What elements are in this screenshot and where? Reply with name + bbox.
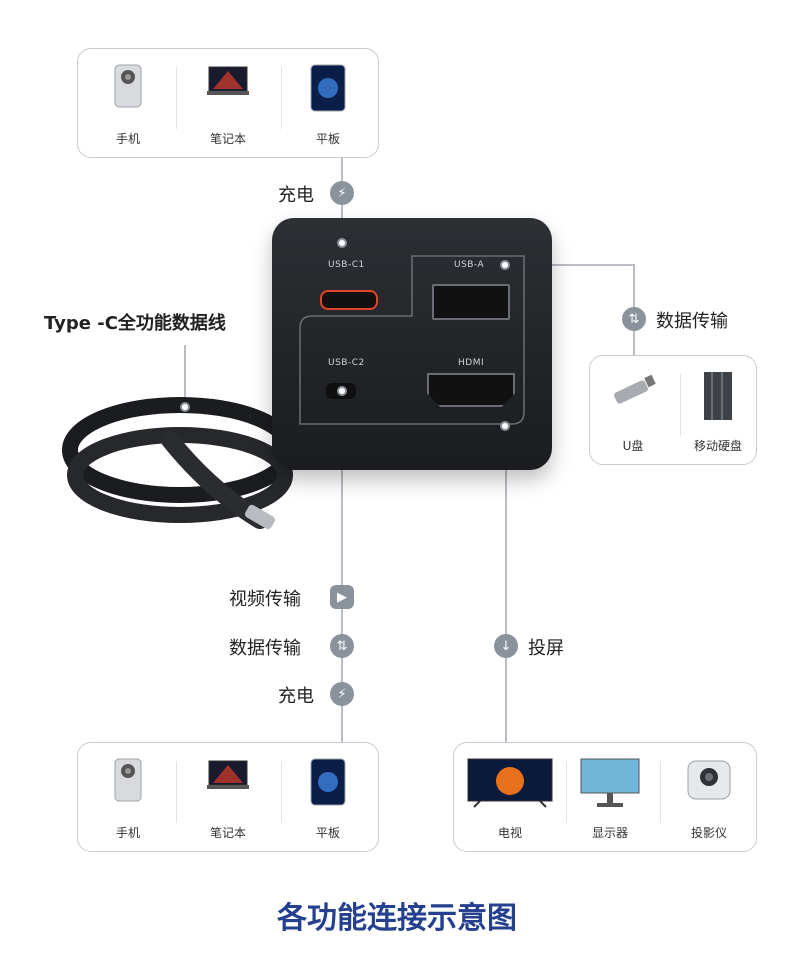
video-play-icon: ▶ [330, 585, 354, 609]
tablet-icon [310, 64, 346, 112]
phone-icon [114, 64, 142, 108]
dot-usb-c2 [337, 386, 347, 396]
dot-usb-a [500, 260, 510, 270]
dot-hdmi [500, 421, 510, 431]
port-label-usb-c2: USB-C2 [328, 358, 365, 368]
phone-icon [114, 758, 142, 802]
device-label: 手机 [115, 826, 140, 840]
device-tablet: 平板 [293, 49, 363, 157]
line-c2-down [341, 390, 343, 742]
line-top-charge [341, 158, 343, 268]
device-label: 平板 [315, 826, 340, 840]
line-usba-right [505, 264, 635, 266]
hard-drive-icon [704, 372, 732, 420]
device-label: 笔记本 [209, 826, 246, 840]
port-label-usb-a: USB-A [454, 260, 485, 270]
device-external-hdd: 移动硬盘 [682, 356, 754, 464]
data-right-label: 数据传输 [656, 311, 728, 332]
device-tv: 电视 [462, 743, 558, 851]
data-bottom-label: 数据传输 [229, 638, 301, 659]
port-label-usb-c1: USB-C1 [328, 260, 365, 270]
data-transfer-icon: ⇅ [330, 634, 354, 658]
device-label: 投影仪 [690, 826, 727, 840]
laptop-icon [207, 66, 249, 95]
dot-cable [180, 402, 190, 412]
device-label: 笔记本 [209, 132, 246, 146]
bottom-device-card: 手机 笔记本 平板 [77, 742, 379, 852]
device-laptop: 笔记本 [193, 49, 263, 157]
usb-a-port[interactable] [432, 284, 510, 320]
line-hdmi-down [505, 425, 507, 743]
projection-icon: ↓ [494, 634, 518, 658]
port-label-hdmi: HDMI [458, 358, 485, 368]
device-projector: 投影仪 [666, 743, 752, 851]
monitor-icon [580, 758, 640, 807]
laptop-icon [207, 760, 249, 789]
projection-label: 投屏 [528, 638, 564, 659]
hub-device: USB-C1 USB-A USB-C2 HDMI [272, 218, 552, 470]
line-cable-label [184, 345, 186, 410]
charge-bottom-label: 充电 [278, 686, 314, 707]
charge-top-label: 充电 [278, 185, 314, 206]
device-phone: 手机 [93, 49, 163, 157]
device-label: 平板 [315, 132, 340, 146]
device-label: 手机 [115, 132, 140, 146]
tv-icon [467, 758, 553, 808]
hub-port-outline [299, 255, 525, 425]
device-label: 显示器 [591, 826, 628, 840]
device-usb-drive: U盘 [598, 356, 668, 464]
lightning-icon: ⚡ [330, 682, 354, 706]
usb-c1-port[interactable] [320, 290, 378, 310]
diagram-title: 各功能连接示意图 [277, 901, 517, 936]
device-monitor: 显示器 [572, 743, 648, 851]
cable-label: Type -C全功能数据线 [44, 313, 226, 334]
top-device-card: 手机 笔记本 平板 [77, 48, 379, 158]
hdmi-port[interactable] [427, 373, 515, 407]
data-transfer-icon: ⇅ [622, 307, 646, 331]
device-laptop: 笔记本 [193, 743, 263, 851]
video-label: 视频传输 [229, 589, 301, 610]
device-tablet: 平板 [293, 743, 363, 851]
storage-device-card: U盘 移动硬盘 [589, 355, 757, 465]
device-label: U盘 [622, 439, 644, 453]
device-label: 移动硬盘 [693, 439, 742, 453]
projector-icon [687, 760, 731, 800]
device-phone: 手机 [93, 743, 163, 851]
device-label: 电视 [497, 826, 522, 840]
display-device-card: 电视 显示器 投影仪 [453, 742, 757, 852]
lightning-icon: ⚡ [330, 181, 354, 205]
dot-usb-c1 [337, 238, 347, 248]
usb-drive-icon [614, 374, 656, 404]
tablet-icon [310, 758, 346, 806]
